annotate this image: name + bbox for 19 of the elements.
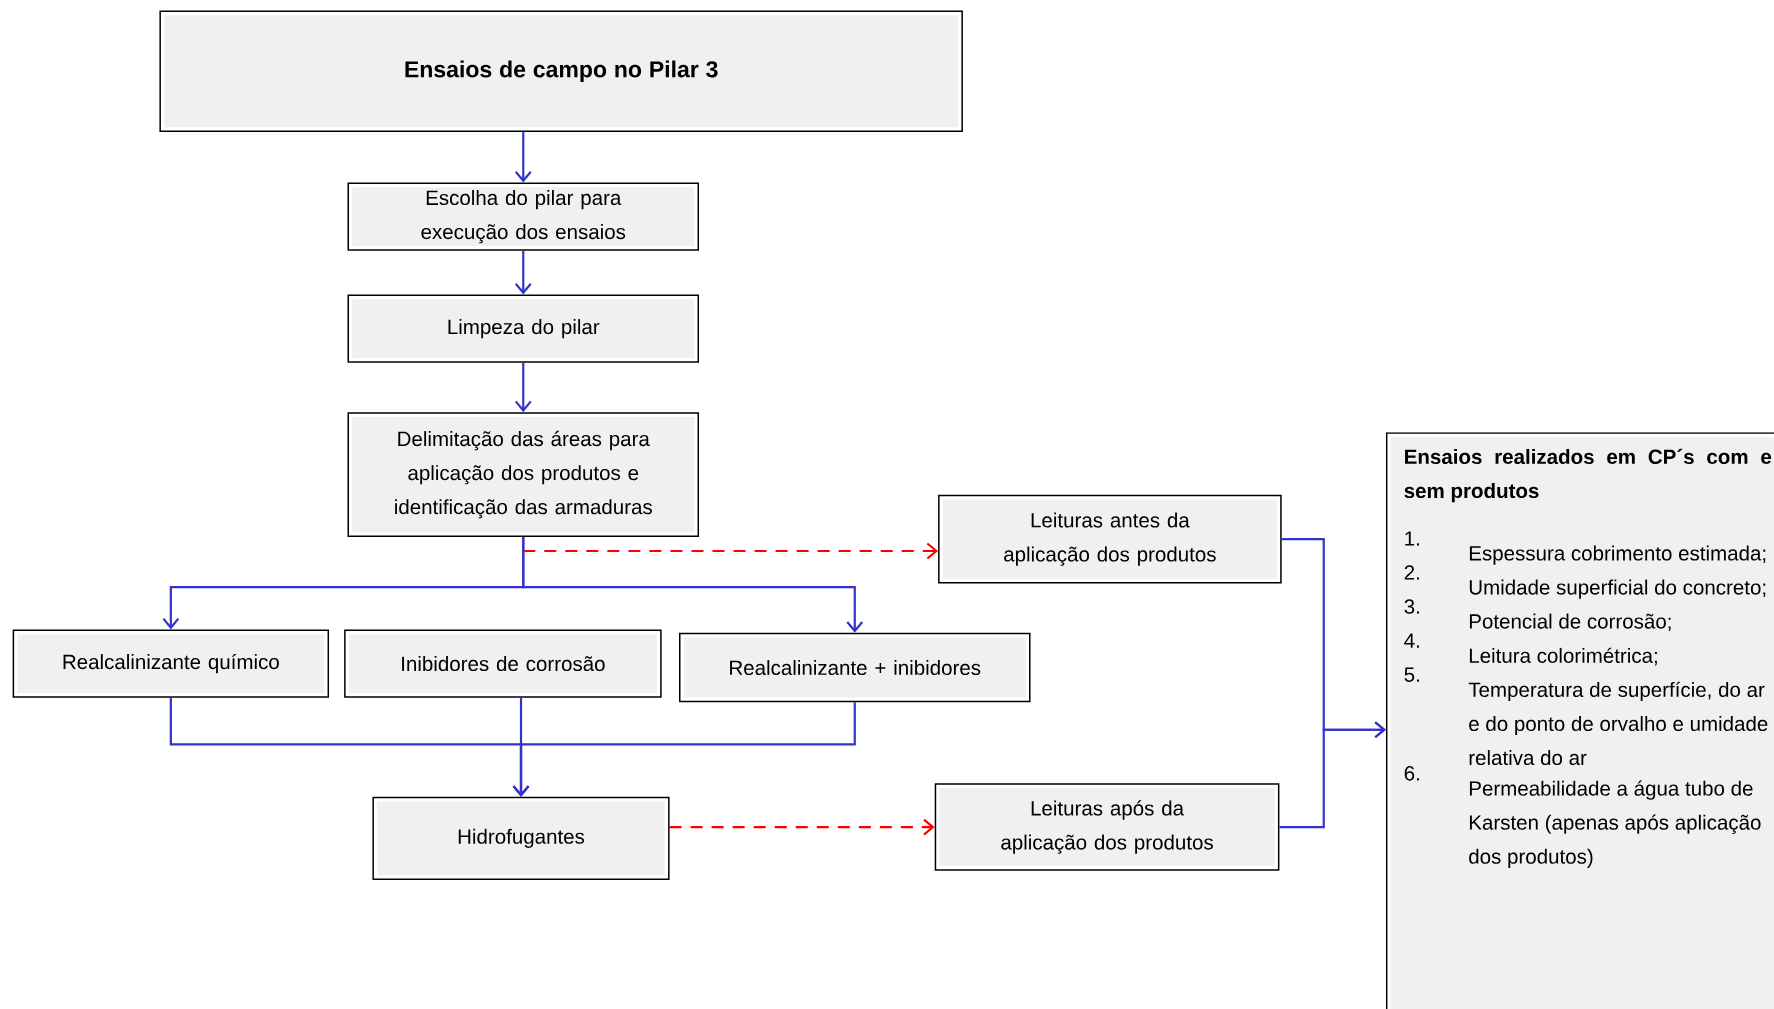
arrow <box>514 362 532 413</box>
arrow <box>512 702 856 797</box>
arrow <box>514 250 532 295</box>
arrow <box>522 537 864 633</box>
process-box: Delimitação das áreas para aplicação dos produtos e identificação das armaduras <box>347 412 700 537</box>
arrow <box>1279 721 1386 829</box>
arrow <box>669 818 935 836</box>
process-box: Leituras antes da aplicação dos produtos <box>938 494 1282 584</box>
arrow <box>523 542 939 560</box>
process-box: Escolha do pilar para execução dos ensaios <box>347 182 700 251</box>
process-box: Inibidores de corrosão <box>344 629 662 698</box>
process-box: Realcalinizante + inibidores <box>679 632 1031 703</box>
process-box: Hidrofugantes <box>372 796 670 880</box>
process-box: Realcalinizante químico <box>12 629 330 698</box>
process-box: Leituras após da aplicação dos produtos <box>934 783 1280 871</box>
title-box: Ensaios de campo no Pilar 3 <box>159 10 963 132</box>
text-panel: Ensaios realizados em CP´s com e sem produtos 1. Espessura cobrimento estimada; 2. Umidade superficial do concreto; 3. Potencial de corrosão; 4. Leitura colorimétrica; 5. Temperatura de superfície, do ar e do ponto de orvalho e umidade relativa do ar 6. Permeabilidade a água tubo de Karsten (apenas após aplicação dos produtos) <box>1385 432 1774 1009</box>
process-box: Limpeza do pilar <box>347 294 700 363</box>
arrow <box>514 131 532 183</box>
